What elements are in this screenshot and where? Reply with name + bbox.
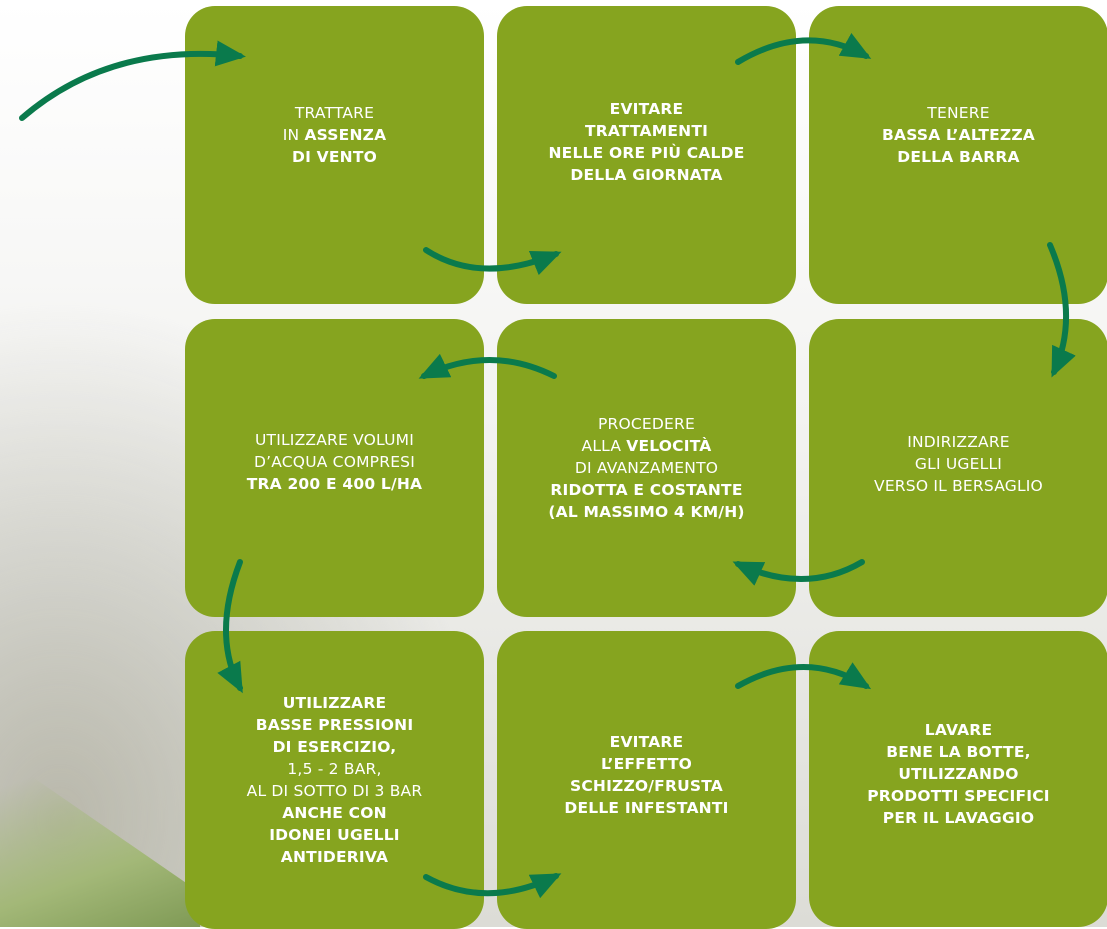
step-card-5: PROCEDERE ALLA VELOCITÀ DI AVANZAMENTO R…: [497, 319, 796, 617]
step-9-text: LAVARE BENE LA BOTTE, UTILIZZANDO PRODOT…: [867, 721, 1050, 827]
step-6-text: INDIRIZZARE GLI UGELLI VERSO IL BERSAGLI…: [874, 433, 1043, 495]
step-card-7: UTILIZZARE BASSE PRESSIONI DI ESERCIZIO,…: [185, 631, 484, 929]
step-4-normal: UTILIZZARE VOLUMI D’ACQUA COMPRESI: [253, 431, 415, 471]
step-card-1: TRATTARE IN ASSENZA DI VENTO: [185, 6, 484, 304]
step-5-bold: RIDOTTA E COSTANTE (AL MASSIMO 4 KM/H): [548, 481, 745, 521]
step-4-bold: TRA 200 E 400 L/HA: [246, 475, 423, 493]
step-2-text: EVITARE TRATTAMENTI NELLE ORE PIÙ CALDE …: [548, 100, 745, 184]
step-1-line-3: DI VENTO: [292, 148, 377, 166]
step-3-bold: BASSA L’ALTEZZA DELLA BARRA: [882, 126, 1035, 166]
step-5-line-2: ALLA VELOCITÀ: [581, 437, 712, 455]
step-5-line-1: PROCEDERE: [597, 415, 696, 433]
step-8-text: EVITARE L’EFFETTO SCHIZZO/FRUSTA DELLE I…: [564, 733, 729, 817]
step-card-4: UTILIZZARE VOLUMI D’ACQUA COMPRESI TRA 2…: [185, 319, 484, 617]
step-7-bold-1: UTILIZZARE BASSE PRESSIONI DI ESERCIZIO,: [255, 694, 414, 756]
step-card-8: EVITARE L’EFFETTO SCHIZZO/FRUSTA DELLE I…: [497, 631, 796, 929]
step-card-2: EVITARE TRATTAMENTI NELLE ORE PIÙ CALDE …: [497, 6, 796, 304]
step-7-bold-2: ANCHE CON IDONEI UGELLI ANTIDERIVA: [269, 804, 400, 866]
step-5-line-3: DI AVANZAMENTO: [574, 459, 719, 477]
step-card-9: LAVARE BENE LA BOTTE, UTILIZZANDO PRODOT…: [809, 631, 1107, 927]
step-card-3: TENERE BASSA L’ALTEZZA DELLA BARRA: [809, 6, 1107, 304]
step-1-line-2: IN ASSENZA: [282, 126, 387, 144]
step-7-normal: 1,5 - 2 BAR, AL DI SOTTO DI 3 BAR: [246, 760, 423, 800]
step-card-6: INDIRIZZARE GLI UGELLI VERSO IL BERSAGLI…: [809, 319, 1107, 617]
step-3-line-1: TENERE: [927, 104, 990, 122]
step-1-line-1: TRATTARE: [294, 104, 375, 122]
